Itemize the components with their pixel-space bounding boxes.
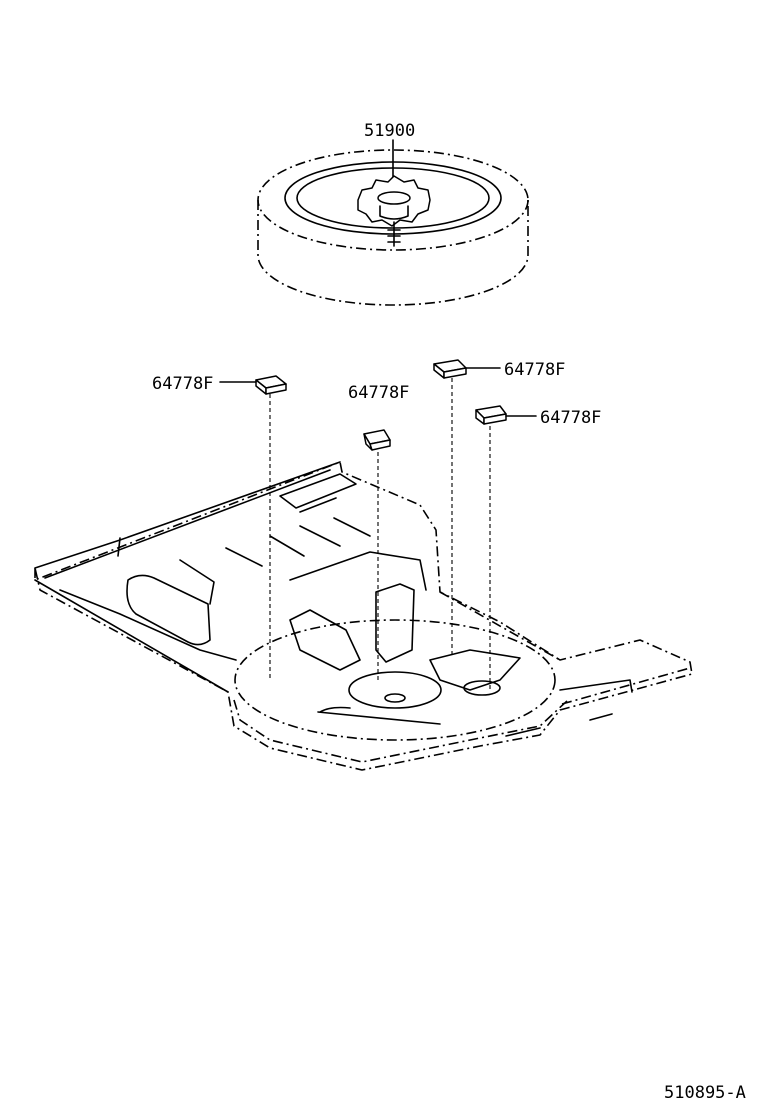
patch-label-left: 64778F [152,374,213,394]
diagram-id: 510895-A [664,1083,746,1103]
patch-label-right-upper: 64778F [504,360,565,380]
patch-label-right-lower: 64778F [540,408,601,428]
spare-wheel-carrier [357,139,431,247]
rear-floor-pan [34,461,693,771]
patch-label-center: 64778F [348,383,409,403]
carrier-part-number: 51900 [364,121,415,141]
floor-patches [219,359,537,690]
